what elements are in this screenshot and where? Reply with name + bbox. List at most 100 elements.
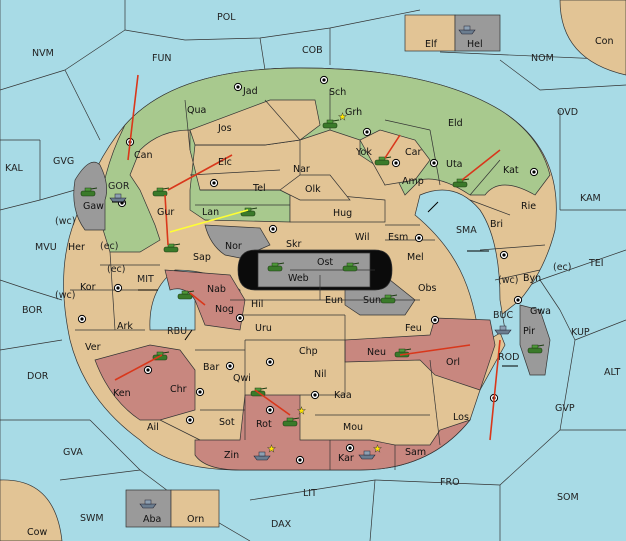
army-icon-gaw[interactable] (80, 187, 98, 197)
label-web[interactable]: Web (288, 273, 309, 284)
province-amp-zone[interactable] (359, 129, 431, 186)
fleet-icon-rod[interactable] (494, 325, 512, 335)
label-elc[interactable]: Elc (218, 157, 232, 168)
label-olk[interactable]: Olk (305, 184, 321, 195)
label-neu[interactable]: Neu (367, 347, 386, 358)
label-nor[interactable]: Nor (225, 241, 242, 252)
army-icon-web[interactable] (267, 262, 285, 272)
label-amp[interactable]: Amp (402, 176, 424, 187)
label-elf[interactable]: Elf (425, 39, 438, 50)
label-nil[interactable]: Nil (314, 369, 326, 380)
label-bor[interactable]: BOR (22, 305, 43, 316)
label-aba[interactable]: Aba (143, 514, 161, 525)
label-gva[interactable]: GVA (63, 447, 83, 458)
label-wil[interactable]: Wil (355, 232, 369, 243)
label-rot[interactable]: Rot (256, 419, 272, 430)
fleet-icon-kar[interactable] (358, 450, 376, 460)
label-grh[interactable]: Grh (345, 107, 362, 118)
label-tei[interactable]: TEI (588, 258, 604, 269)
label-esm[interactable]: Esm (388, 232, 408, 243)
label-rod[interactable]: ROD (498, 352, 519, 363)
label-uta[interactable]: Uta (446, 159, 463, 170)
army-icon-uta[interactable] (452, 178, 470, 188)
label-byn[interactable]: Byn (523, 273, 541, 284)
label-nar[interactable]: Nar (293, 164, 310, 175)
label-rie[interactable]: Rie (521, 201, 536, 212)
label-bar[interactable]: Bar (203, 362, 219, 373)
label-fun[interactable]: FUN (152, 53, 172, 64)
label-feu[interactable]: Feu (405, 323, 422, 334)
label-som[interactable]: SOM (557, 492, 579, 503)
label-swm[interactable]: SWM (80, 513, 104, 524)
army-icon-pir[interactable] (527, 344, 545, 354)
label-ail[interactable]: Ail (147, 422, 159, 433)
fleet-icon-aba[interactable] (139, 499, 157, 509)
label-kar[interactable]: Kar (338, 453, 354, 464)
label-obs[interactable]: Obs (418, 283, 437, 294)
label-pol[interactable]: POL (217, 12, 236, 23)
army-icon-nor[interactable] (163, 243, 181, 253)
label-hug[interactable]: Hug (333, 208, 352, 219)
label-nog[interactable]: Nog (215, 304, 234, 315)
label-gur[interactable]: Gur (157, 207, 174, 218)
label-nvm[interactable]: NVM (32, 48, 54, 59)
label-gvg[interactable]: GVG (53, 156, 74, 167)
label-eld[interactable]: Eld (448, 118, 463, 129)
label-eun[interactable]: Eun (325, 295, 343, 306)
label-ark[interactable]: Ark (117, 321, 133, 332)
province-elf[interactable] (404, 14, 456, 52)
label-her[interactable]: Her (68, 242, 85, 253)
label-zin[interactable]: Zin (224, 450, 239, 461)
label-lan[interactable]: Lan (202, 207, 219, 218)
label-tel[interactable]: Tel (252, 183, 266, 194)
army-icon-rot[interactable] (282, 417, 300, 427)
label-qwi[interactable]: Qwi (233, 373, 251, 384)
label-sun[interactable]: Sun (363, 295, 381, 306)
label-skr[interactable]: Skr (286, 239, 302, 250)
label-chr[interactable]: Chr (170, 384, 187, 395)
label-sch[interactable]: Sch (329, 87, 346, 98)
label-ver[interactable]: Ver (85, 342, 101, 353)
label-orl[interactable]: Orl (446, 357, 460, 368)
label-gwa[interactable]: Gwa (530, 306, 551, 317)
label-bri[interactable]: Bri (490, 219, 503, 230)
label-alt[interactable]: ALT (604, 367, 620, 378)
label-ost[interactable]: Ost (317, 257, 333, 268)
label-hel[interactable]: Hel (467, 39, 483, 50)
fleet-icon-hel[interactable] (458, 25, 476, 35)
army-icon-nab[interactable] (177, 290, 195, 300)
label-dor[interactable]: DOR (27, 371, 49, 382)
label-kaa[interactable]: Kaa (334, 390, 352, 401)
label-kal[interactable]: KAL (5, 163, 24, 174)
label-orn[interactable]: Orn (187, 514, 204, 525)
label-kor[interactable]: Kor (80, 282, 96, 293)
label-car[interactable]: Car (405, 147, 421, 158)
label-kam[interactable]: KAM (580, 193, 601, 204)
label-nom[interactable]: NOM (531, 53, 554, 64)
label-fro[interactable]: FRO (440, 477, 460, 488)
label-cow[interactable]: Cow (27, 527, 47, 538)
province-orn[interactable] (170, 489, 220, 528)
label-sap[interactable]: Sap (193, 252, 211, 263)
army-icon-gur[interactable] (152, 187, 170, 197)
label-kup[interactable]: KUP (571, 327, 590, 338)
label-kat[interactable]: Kat (503, 165, 519, 176)
label-lit[interactable]: LIT (303, 488, 317, 499)
label-sam[interactable]: Sam (405, 447, 426, 458)
label-mel[interactable]: Mel (407, 252, 424, 263)
army-icon-lan[interactable] (240, 207, 258, 217)
label-sot[interactable]: Sot (219, 417, 235, 428)
label-con[interactable]: Con (595, 36, 613, 47)
label-cob[interactable]: COB (302, 45, 323, 56)
label-dax[interactable]: DAX (271, 519, 292, 530)
label-ovd[interactable]: OVD (557, 107, 578, 118)
label-pir[interactable]: Pir (523, 326, 535, 337)
label-hil[interactable]: Hil (251, 299, 263, 310)
province-pir[interactable] (519, 304, 551, 376)
label-buc[interactable]: BUC (493, 310, 513, 321)
province-olk[interactable] (279, 174, 351, 201)
label-mvu[interactable]: MVU (35, 242, 57, 253)
label-los[interactable]: Los (453, 412, 469, 423)
label-rbu[interactable]: RBU (167, 326, 187, 337)
label-ken[interactable]: Ken (113, 388, 131, 399)
